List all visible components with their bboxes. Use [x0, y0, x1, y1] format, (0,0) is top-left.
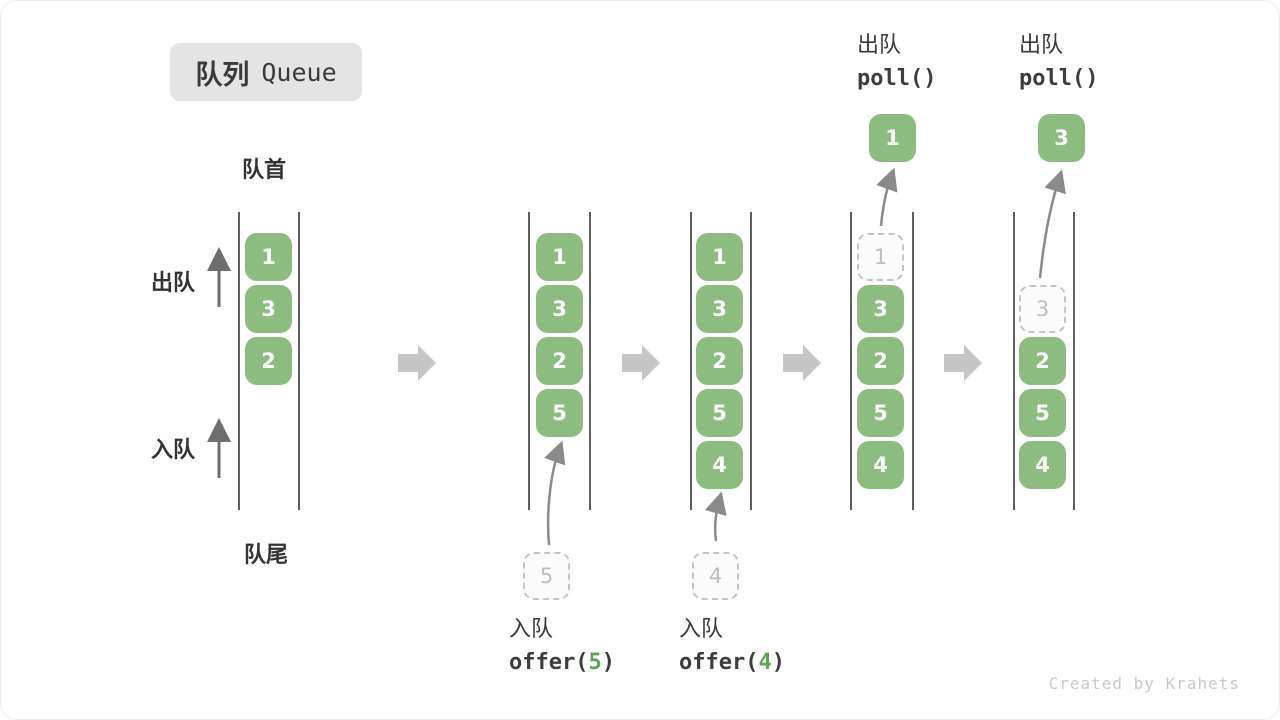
- queue-element: 1: [696, 233, 743, 281]
- incoming-element-ghost: 4: [692, 552, 739, 600]
- offer4-fn-close: ): [771, 650, 785, 675]
- state-transition-arrow-2: [622, 345, 660, 381]
- queue-element: 5: [1019, 389, 1066, 437]
- offer4-code: offer(4): [679, 646, 785, 680]
- diagram-title: 队列 Queue: [170, 43, 362, 101]
- queue-element: 5: [536, 389, 583, 437]
- offer5-operation-label: 入队 offer(5): [509, 614, 615, 680]
- removed-element-ghost: 1: [857, 233, 904, 281]
- container-wall: [298, 212, 300, 510]
- container-wall: [750, 212, 752, 510]
- queue-element: 1: [536, 233, 583, 281]
- queue-element: 4: [857, 441, 904, 489]
- container-wall: [528, 212, 530, 510]
- offer5-zh: 入队: [509, 617, 554, 642]
- offer4-operation-label: 入队 offer(4): [679, 614, 785, 680]
- dequeue-side-label: 出队: [151, 271, 196, 296]
- offer4-zh: 入队: [679, 617, 724, 642]
- container-wall: [690, 212, 692, 510]
- queue-element: 3: [245, 285, 292, 333]
- poll3-zh: 出队: [1019, 33, 1064, 58]
- container-wall: [1073, 212, 1075, 510]
- queue-element: 2: [536, 337, 583, 385]
- queue-element: 3: [696, 285, 743, 333]
- queue-element: 4: [696, 441, 743, 489]
- offer5-fn-open: offer(: [509, 650, 589, 675]
- container-wall: [850, 212, 852, 510]
- queue-head-label: 队首: [242, 158, 287, 183]
- poll3-operation-label: 出队 poll(): [1019, 30, 1098, 96]
- queue-element: 2: [245, 337, 292, 385]
- queue-element: 3: [536, 285, 583, 333]
- poll1-code: poll(): [857, 66, 937, 91]
- incoming-element-ghost: 5: [523, 552, 570, 600]
- queue-element: 1: [245, 233, 292, 281]
- removed-element-ghost: 3: [1019, 285, 1066, 333]
- poll3-arrow: [1038, 169, 1066, 279]
- queue-element: 2: [1019, 337, 1066, 385]
- state-transition-arrow-3: [783, 345, 821, 381]
- polled-element: 1: [869, 114, 916, 162]
- queue-element: 3: [857, 285, 904, 333]
- poll1-zh: 出队: [857, 33, 902, 58]
- queue-tail-label: 队尾: [244, 543, 289, 568]
- state-transition-arrow-4: [944, 345, 982, 381]
- offer4-fn-open: offer(: [679, 650, 759, 675]
- watermark: Created by Krahets: [1048, 674, 1240, 693]
- state-transition-arrow-1: [398, 345, 436, 381]
- container-wall: [1013, 212, 1015, 510]
- title-en: Queue: [261, 57, 337, 87]
- offer4-arg: 4: [758, 650, 772, 675]
- queue-element: 2: [857, 337, 904, 385]
- container-wall: [238, 212, 240, 510]
- queue-element: 5: [696, 389, 743, 437]
- title-zh: 队列: [195, 59, 250, 91]
- offer5-code: offer(5): [509, 646, 615, 680]
- queue-element: 4: [1019, 441, 1066, 489]
- offer5-fn-close: ): [601, 650, 615, 675]
- poll1-arrow: [876, 167, 898, 227]
- queue-element: 5: [857, 389, 904, 437]
- polled-element: 3: [1038, 114, 1085, 162]
- enqueue-side-label: 入队: [151, 438, 196, 463]
- poll3-code: poll(): [1019, 66, 1099, 91]
- container-wall: [912, 212, 914, 510]
- offer5-arrow: [544, 440, 566, 546]
- offer4-arrow: [704, 491, 727, 542]
- container-wall: [589, 212, 591, 510]
- queue-element: 2: [696, 337, 743, 385]
- poll1-operation-label: 出队 poll(): [857, 30, 936, 96]
- offer5-arg: 5: [588, 650, 602, 675]
